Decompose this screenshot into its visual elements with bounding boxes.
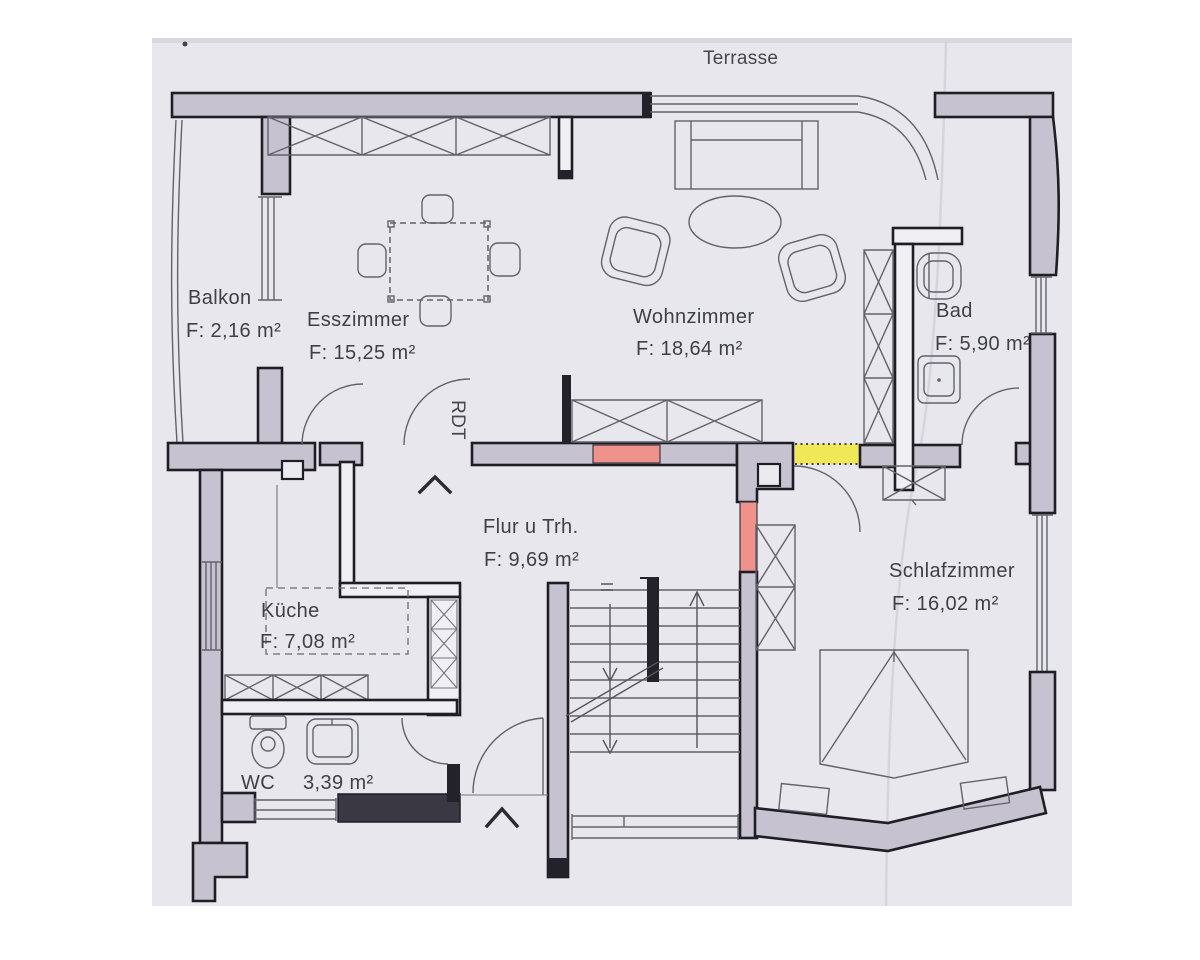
- door-arc-wc: [401, 717, 449, 765]
- esszimmer-south-wall: [166, 441, 364, 481]
- stair-break-line: [565, 661, 664, 723]
- east-wall-pier: [1028, 670, 1057, 792]
- scan-dot-mark: [182, 41, 188, 47]
- dining-table: [387, 220, 491, 303]
- paper-sheet: [152, 38, 1072, 906]
- wardrobe-symbol-schlafzimmer: [755, 524, 796, 651]
- dining-chairs: [357, 194, 521, 327]
- label-balkon-name: Balkon: [188, 287, 252, 309]
- flur-kueche-wall: [338, 460, 356, 587]
- armchair-right: [777, 233, 847, 303]
- tall-cabinet-symbol: [430, 599, 458, 689]
- north-triangle-marker: [417, 474, 453, 495]
- stair-divider-wall: [647, 578, 659, 682]
- label-flur-area: F: 9,69 m²: [484, 549, 579, 571]
- stairwell-east-wall: [738, 570, 759, 840]
- label-terrasse: Terrasse: [703, 48, 778, 69]
- north-triangle-marker-2: [484, 806, 520, 829]
- sideboard-symbol: [267, 116, 551, 156]
- label-wc-name: WC: [241, 772, 275, 794]
- highlight-red-wall-segment: [592, 444, 661, 464]
- door-arc: [403, 378, 471, 446]
- dresser-symbol: [882, 465, 946, 506]
- door-arc-bad: [961, 387, 1020, 446]
- stair-start-tick: [601, 583, 613, 591]
- door-pier: [557, 115, 574, 180]
- highlight-yellow-door-segment: [795, 443, 860, 465]
- label-wc-area: 3,39 m²: [303, 772, 374, 794]
- wall-stub: [562, 375, 571, 443]
- window-stairwell: [571, 814, 739, 840]
- kueche-walls: [191, 468, 462, 903]
- label-flur-name: Flur u Trh.: [483, 516, 579, 538]
- label-schlafzimmer-area: F: 16,02 m²: [892, 593, 999, 615]
- label-wohnzimmer-area: F: 18,64 m²: [636, 338, 743, 360]
- wc-south-wall: [220, 791, 257, 824]
- sofa: [674, 120, 819, 190]
- stairwell-west-wall: [546, 581, 570, 879]
- bed-bench-right: [959, 776, 1011, 810]
- label-esszimmer-name: Esszimmer: [307, 309, 410, 331]
- sink-fixture-bad: [917, 355, 961, 404]
- staircase: [546, 577, 740, 879]
- bed-bench-left: [778, 782, 830, 816]
- stair-arrow-down: [602, 604, 618, 755]
- label-balkon-area: F: 2,16 m²: [186, 320, 281, 342]
- balcony-divider-wall: [256, 196, 284, 447]
- sideboard-symbol-flurwall: [571, 399, 763, 443]
- armchair-left: [600, 216, 671, 287]
- coffee-table: [688, 195, 782, 249]
- toilet-fixture-bad: [916, 252, 962, 300]
- wc-north-wall: [220, 698, 459, 716]
- window-wc: [254, 798, 337, 821]
- paper-fold-crease: [884, 41, 948, 907]
- label-schlafzimmer-name: Schlafzimmer: [889, 560, 1015, 582]
- door-jamb-pier: [447, 764, 460, 802]
- stair-arrow-up: [689, 590, 705, 748]
- door-arc-schlafzimmer: [793, 465, 861, 533]
- balcony-railing: [170, 119, 184, 444]
- paper-top-edge: [152, 38, 1072, 43]
- window: [258, 196, 282, 301]
- highlight-red-wall-segment-2: [739, 501, 758, 573]
- kueche-label-box: [265, 587, 409, 655]
- label-wohnzimmer-name: Wohnzimmer: [633, 306, 754, 328]
- window-schlafzimmer: [1032, 514, 1053, 673]
- shaft-opening: [756, 462, 782, 488]
- label-kueche-name: Küche: [261, 600, 320, 622]
- label-bad-name: Bad: [936, 300, 973, 322]
- label-rdt: RDT: [447, 400, 468, 440]
- schlafzimmer-south-wall: [753, 785, 1048, 853]
- entrance-door: [460, 717, 548, 796]
- window-kueche: [202, 561, 222, 651]
- label-bad-area: F: 5,90 m²: [935, 333, 1030, 355]
- terrace-glass-front: [650, 95, 939, 181]
- toilet-fixture-wc: [249, 715, 287, 769]
- window-bad: [1031, 276, 1052, 334]
- bed: [778, 649, 1011, 816]
- label-kueche-area: F: 7,08 m²: [260, 631, 355, 653]
- sink-fixture-wc: [306, 718, 359, 765]
- label-esszimmer-area: F: 15,25 m²: [309, 342, 416, 364]
- bad-walls: [891, 91, 1060, 515]
- door-arc: [301, 383, 364, 446]
- entrance-wall-piece: [337, 793, 461, 823]
- pillar-notch: [280, 459, 305, 481]
- wardrobe-symbol-wohnzimmer: [863, 249, 894, 444]
